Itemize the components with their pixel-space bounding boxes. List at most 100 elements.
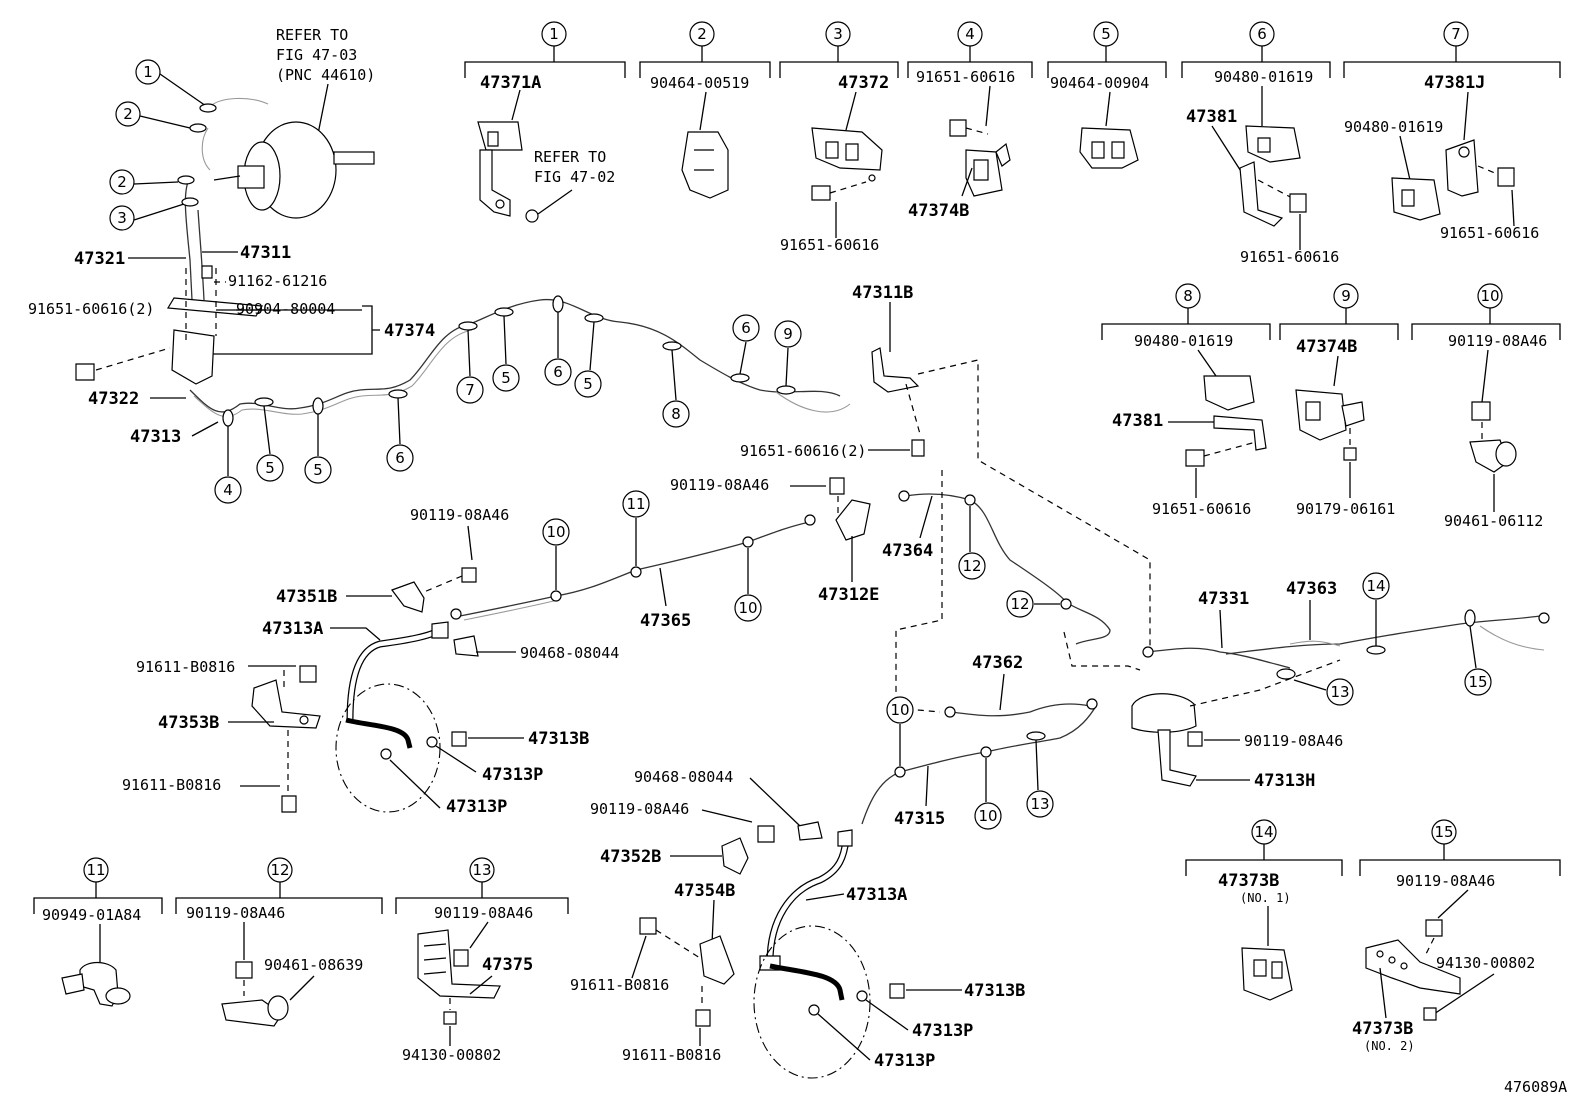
label-47322: 47322 [88,389,139,409]
group-7-number: 7 [1451,25,1461,43]
label-47313B-b: 47313B [964,981,1025,1001]
brake-line-47364: 47364 12 12 [882,490,1111,645]
callout-12b: 12 [1010,595,1029,613]
group-3-number: 3 [833,25,843,43]
group-4-number: 4 [965,25,975,43]
label-47364: 47364 [882,541,933,561]
upper-line-callouts: 4 5 5 6 7 5 6 5 8 6 9 [214,312,802,504]
group-6: 6 90480-01619 47381 91651-60616 [1181,21,1339,266]
label-91162-61216: 91162-61216 [228,272,327,290]
callout-5c: 5 [501,369,511,387]
group-9-number: 9 [1341,287,1351,305]
label-47313P-a: 47313P [482,765,543,785]
callout-13a: 13 [1330,683,1349,701]
label-90904-80004: 90904-80004 [236,300,335,318]
group-5: 5 90464-00904 [1047,21,1167,169]
callout-6a: 6 [395,449,405,467]
label-47313P-d: 47313P [874,1051,935,1071]
callout-10b: 10 [738,599,757,617]
group-13: 13 90119-08A46 47375 94130-00802 [395,857,569,1064]
callout-2b: 2 [117,173,127,191]
label-47331: 47331 [1198,589,1249,609]
group-5-number: 5 [1101,25,1111,43]
callout-4: 4 [223,481,233,499]
group-1: 1 47371A REFER TO FIG 47-02 [464,21,626,223]
label-47315: 47315 [894,809,945,829]
callout-5a: 5 [265,459,275,477]
bracket-47312E: 90119-08A46 47312E [670,476,879,605]
group-10-part-1: 90461-06112 [1444,512,1543,530]
group-15: 15 90119-08A46 94130-00802 47373B (NO. 2… [1352,819,1561,1053]
label-47362: 47362 [972,653,1023,673]
label-47363: 47363 [1286,579,1337,599]
callout-10c: 10 [890,701,909,719]
group-7-part-1: 90480-01619 [1344,118,1443,136]
callout-6c: 6 [741,319,751,337]
callout-10a: 10 [546,523,565,541]
label-47313B-a: 47313B [528,729,589,749]
group-5-part-0: 90464-00904 [1050,74,1149,92]
group-2-part-0: 90464-00519 [650,74,749,92]
label-47313: 47313 [130,427,181,447]
callout-14: 14 [1366,577,1385,595]
group-8-part-0: 90480-01619 [1134,332,1233,350]
group-9-part-0: 47374B [1296,337,1357,357]
callout-2a: 2 [123,105,133,123]
group-2: 2 90464-00519 [639,21,771,199]
label-47353B: 47353B [158,713,219,733]
label-47313P-b: 47313P [446,797,507,817]
callout-10d: 10 [978,807,997,825]
group-13-number: 13 [472,861,491,879]
group-14: 14 47373B (NO. 1) [1185,819,1343,1001]
label-91611-B0816-c: 91611-B0816 [570,976,669,994]
label-47374: 47374 [384,321,435,341]
label-90468-08044-a: 90468-08044 [520,644,619,662]
rear-lines: 47331 47363 14 15 13 [1142,572,1550,706]
figure-id: 476089A [1504,1078,1567,1096]
group-12: 12 90119-08A46 90461-08639 [175,857,383,1027]
group-7-part-2: 91651-60616 [1440,224,1539,242]
brake-booster-assembly: REFER TO FIG 47-03 (PNC 44610) [184,26,375,301]
front-hose-right: 90468-08044 90119-08A46 47352B 47354B 91… [570,768,1025,1079]
group-7-part-0: 47381J [1424,73,1485,93]
group-10: 10 90119-08A46 90461-06112 [1411,283,1561,530]
callout-12a: 12 [962,557,981,575]
group-12-number: 12 [270,861,289,879]
brake-line-47362-47315: 47362 10 10 13 47315 [861,653,1098,830]
group-6-part-1: 47381 [1186,107,1237,127]
label-47321: 47321 [74,249,125,269]
callout-5d: 5 [583,375,593,393]
label-91651-60616-2a: 91651-60616(2) [28,300,154,318]
group-15-part-2: 47373B [1352,1019,1413,1039]
group-14-part-0: 47373B [1218,871,1279,891]
group-4: 4 91651-60616 47374B [907,21,1033,221]
label-47365: 47365 [640,611,691,631]
group-15-part-3: (NO. 2) [1364,1039,1415,1053]
label-90119-08A46-c: 90119-08A46 [1244,732,1343,750]
upper-left-labels: 47321 47311 91162-61216 91651-60616(2) 9… [28,243,435,447]
booster-ref-line-2: (PNC 44610) [276,66,375,84]
label-47352B: 47352B [600,847,661,867]
group-7: 7 47381J 90480-01619 91651-60616 [1343,21,1561,242]
group-15-number: 15 [1434,823,1453,841]
callout-8: 8 [671,405,681,423]
callout-9: 9 [783,325,793,343]
callout-11: 11 [626,495,645,513]
label-47312E: 47312E [818,585,879,605]
label-91611-B0816-d: 91611-B0816 [622,1046,721,1064]
label-47313P-c: 47313P [912,1021,973,1041]
group-14-part-1: (NO. 1) [1240,891,1291,905]
group-10-number: 10 [1480,287,1499,305]
upper-left-callouts: 1 2 2 3 [109,59,217,231]
group-11: 11 90949-01A84 [33,857,163,1007]
group-3: 3 47372 91651-60616 [779,21,899,254]
callout-7: 7 [465,381,475,399]
label-47311B: 47311B [852,283,913,303]
group-13-part-0: 90119-08A46 [434,904,533,922]
callout-15: 15 [1468,673,1487,691]
callout-3: 3 [117,209,127,227]
group-4-part-0: 91651-60616 [916,68,1015,86]
group-6-part-2: 91651-60616 [1240,248,1339,266]
